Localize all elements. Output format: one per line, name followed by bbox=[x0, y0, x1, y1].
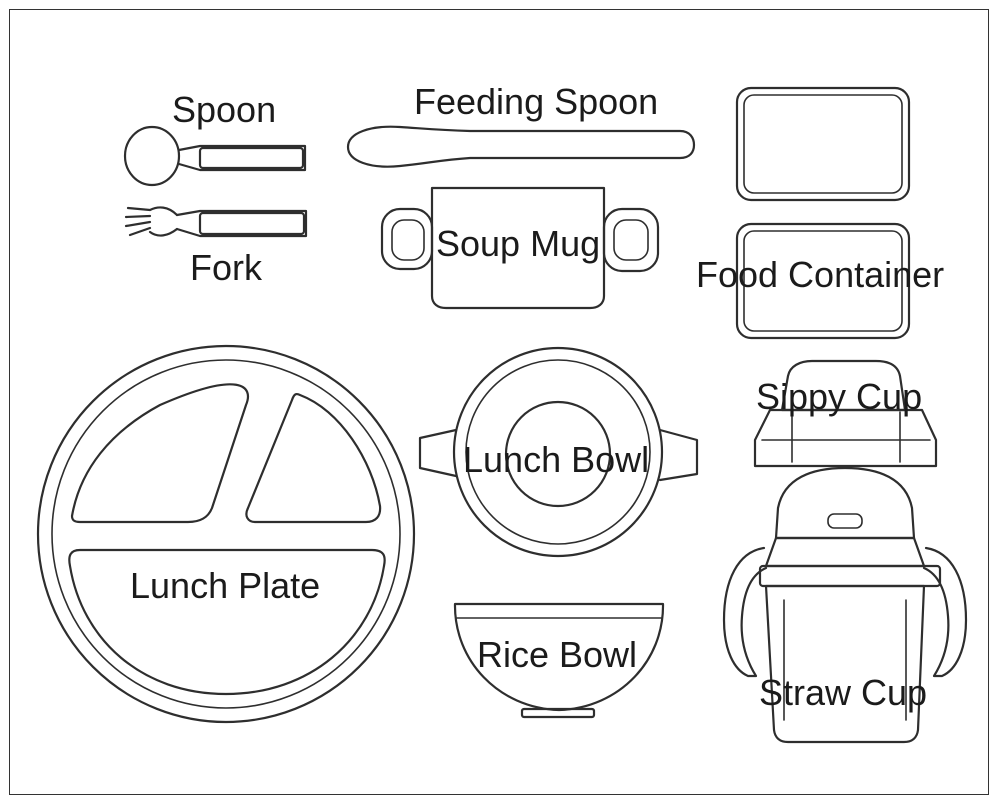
label-straw-cup: Straw Cup bbox=[759, 672, 928, 713]
diagram-frame bbox=[9, 9, 989, 795]
sippy-cup-drawing bbox=[753, 359, 938, 468]
label-soup-mug: Soup Mug bbox=[436, 223, 601, 264]
label-rice-bowl: Rice Bowl bbox=[477, 634, 638, 675]
label-food-container: Food Container bbox=[696, 254, 945, 295]
soup-mug-drawing bbox=[380, 186, 660, 310]
lunch-plate-drawing bbox=[36, 344, 416, 724]
label-feeding-spoon: Feeding Spoon bbox=[414, 81, 659, 122]
spoon-drawing bbox=[123, 125, 307, 187]
label-lunch-bowl: Lunch Bowl bbox=[463, 439, 650, 480]
label-fork: Fork bbox=[190, 247, 262, 288]
label-spoon: Spoon bbox=[172, 89, 277, 130]
straw-cup-drawing bbox=[722, 466, 968, 744]
label-lunch-plate: Lunch Plate bbox=[130, 565, 321, 606]
feeding-spoon-drawing bbox=[346, 125, 696, 168]
rice-bowl-drawing bbox=[453, 602, 665, 719]
label-sippy-cup: Sippy Cup bbox=[756, 376, 923, 417]
food-container-drawing bbox=[735, 86, 911, 340]
fork-drawing bbox=[124, 206, 308, 238]
lunch-bowl-drawing bbox=[418, 346, 699, 558]
